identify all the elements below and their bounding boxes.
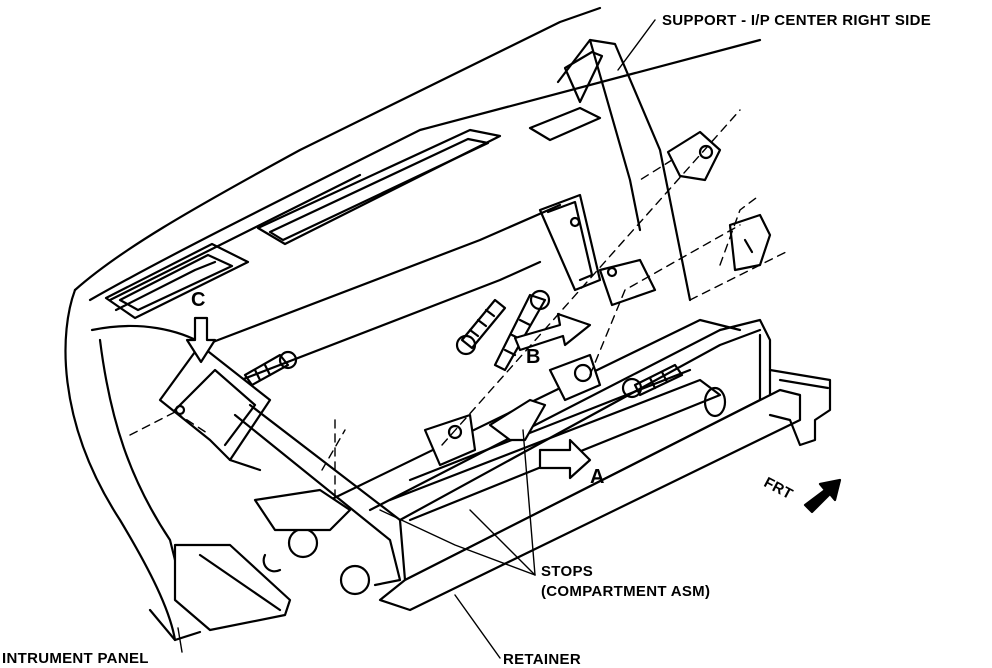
arrow-b bbox=[513, 312, 592, 352]
label-retainer: RETAINER bbox=[503, 651, 581, 668]
label-support: SUPPORT - I/P CENTER RIGHT SIDE bbox=[662, 12, 932, 29]
screw-upper bbox=[455, 298, 507, 356]
callout-c: C bbox=[191, 289, 206, 311]
screw-right bbox=[621, 363, 684, 399]
stop-right bbox=[548, 353, 602, 402]
instrument-panel-shell bbox=[64, 6, 762, 642]
callout-a: A bbox=[590, 466, 605, 488]
label-stops: STOPS bbox=[541, 563, 594, 580]
front-arrow-icon bbox=[803, 478, 842, 514]
compartment-assembly bbox=[158, 318, 832, 632]
support-bracket bbox=[538, 38, 722, 307]
arrow-a bbox=[538, 438, 592, 480]
arrow-mid bbox=[488, 398, 547, 442]
label-compartment-asm: (COMPARTMENT ASM) bbox=[541, 583, 711, 600]
screw-left bbox=[243, 350, 298, 387]
label-instrument-panel: INTRUMENT PANEL bbox=[2, 650, 149, 667]
right-clip bbox=[728, 213, 772, 272]
alignment-lines bbox=[129, 109, 791, 501]
leader-lines bbox=[177, 19, 656, 659]
callout-b: B bbox=[526, 346, 541, 368]
stop-left bbox=[423, 413, 477, 467]
arrow-c bbox=[185, 316, 217, 364]
